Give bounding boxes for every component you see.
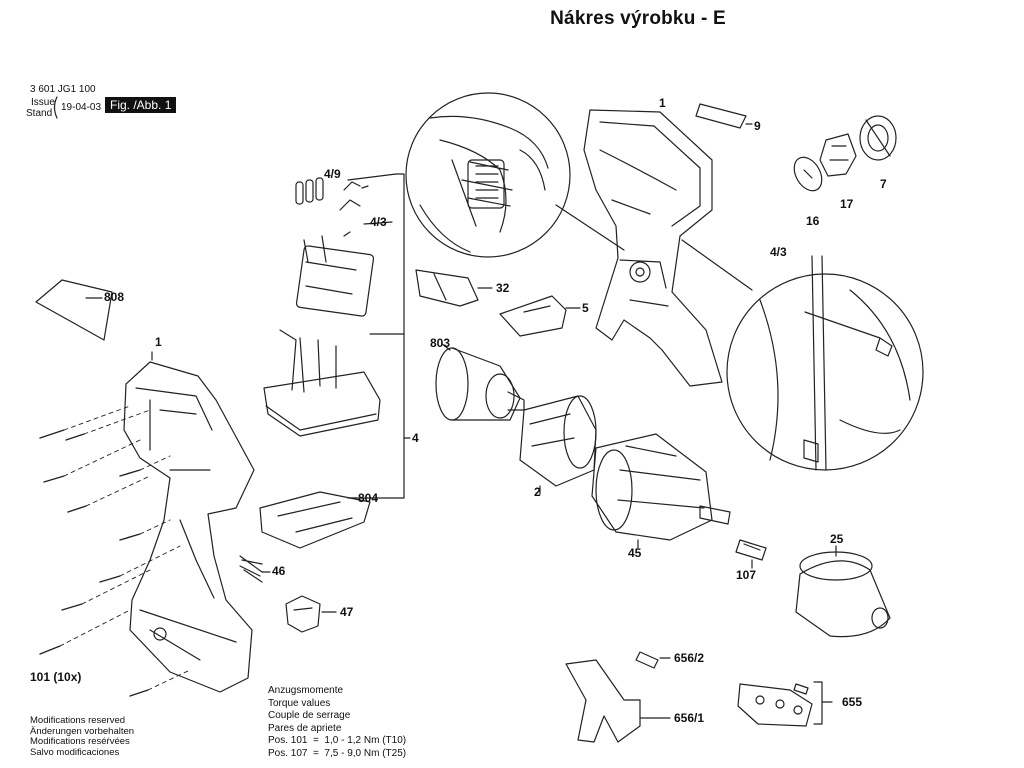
part-47-cap (285, 595, 321, 633)
detail-circle-top (405, 92, 571, 258)
leader-4-3 (363, 221, 393, 225)
part-804-plate (259, 491, 371, 549)
label-part-804: 804 (358, 491, 379, 505)
label-part-1-left: 1 (155, 335, 162, 349)
part-107-screw (735, 539, 767, 561)
label-part-656-2: 656/2 (674, 651, 705, 665)
header-bracket (53, 96, 58, 119)
page-title: Nákres výrobku - E (0, 8, 1024, 30)
label-part-9: 9 (754, 119, 761, 133)
label-part-655: 655 (842, 695, 863, 709)
part-9-strip (695, 103, 747, 129)
label-part-46: 46 (272, 564, 286, 578)
modifications-line: Modifications reserved (30, 715, 126, 726)
label-part-47: 47 (340, 605, 354, 619)
bracket-part-4 (349, 173, 405, 499)
part-803-gear (435, 347, 525, 421)
torque-line: Pares de apriete (268, 722, 342, 734)
screw-guide-lines (59, 405, 191, 691)
label-part-32: 32 (496, 281, 510, 295)
label-part-4: 4 (412, 431, 419, 445)
part-4-electronics (263, 177, 381, 437)
torque-line: Anzugsmomente (268, 685, 344, 696)
part-number: 3 601 JG1 100 (30, 84, 96, 95)
part-655-bitholder (737, 683, 813, 727)
part-25-chuck (795, 551, 891, 638)
modifications-notice: Modifications reserved Änderungen vorbeh… (30, 715, 135, 758)
label-part-107: 107 (736, 568, 757, 582)
parts-16-17-7 (793, 115, 897, 192)
part-808-plate (35, 279, 113, 341)
label-part-2: 2 (534, 485, 541, 499)
part-45-gearbox (591, 433, 731, 541)
housing-half-left (123, 361, 255, 693)
page-title-text: Nákres výrobku - E (550, 8, 726, 29)
torque-line: Couple de serrage (268, 710, 351, 721)
label-part-45: 45 (628, 546, 642, 560)
label-part-1-top: 1 (659, 96, 666, 110)
label-part-25: 25 (830, 532, 844, 546)
modifications-line: Modifications reséŕvées (30, 736, 130, 747)
label-part-5: 5 (582, 301, 589, 315)
label-part-16: 16 (806, 214, 820, 228)
label-part-4-9: 4/9 (324, 167, 341, 181)
torque-values: Anzugsmomente Torque values Couple de se… (268, 685, 406, 760)
stand-label: Stand (26, 108, 53, 119)
label-part-803: 803 (430, 336, 451, 350)
part-5 (499, 295, 567, 337)
part-2-motor (519, 395, 597, 487)
torque-line: Torque values (268, 697, 331, 709)
torque-line: Pos. 101 = 1,0 - 1,2 Nm (T10) (268, 735, 407, 746)
detail-circle-right (726, 255, 924, 471)
modifications-line: Salvo modificaciones (30, 746, 120, 758)
label-part-7: 7 (880, 177, 887, 191)
issue-date: 19-04-03 (61, 102, 102, 113)
label-part-101: 101 (10x) (30, 670, 82, 684)
screw-set-101 (39, 429, 149, 697)
label-part-4-3-right: 4/3 (770, 245, 787, 259)
figure-badge: Fig. /Abb. 1 (105, 97, 177, 113)
modifications-line: Änderungen vorbehalten (30, 725, 135, 737)
part-656-1-clip (565, 659, 641, 743)
part-46-spring (239, 555, 263, 583)
leader-4-9 (347, 173, 397, 181)
part-32 (415, 269, 479, 307)
label-part-17: 17 (840, 197, 854, 211)
label-part-656-1: 656/1 (674, 711, 705, 725)
torque-line: Pos. 107 = 7,5 - 9,0 Nm (T25) (268, 747, 407, 759)
detail-right-link (681, 239, 753, 291)
issue-label: Issue (31, 97, 55, 108)
housing-half-right (583, 109, 723, 387)
bracket-655 (813, 681, 833, 725)
label-part-808: 808 (104, 290, 125, 304)
detail-top-link (555, 204, 625, 251)
label-part-4-3-left: 4/3 (370, 215, 387, 229)
leader-803 (441, 343, 451, 351)
part-656-2-screw (635, 651, 659, 669)
